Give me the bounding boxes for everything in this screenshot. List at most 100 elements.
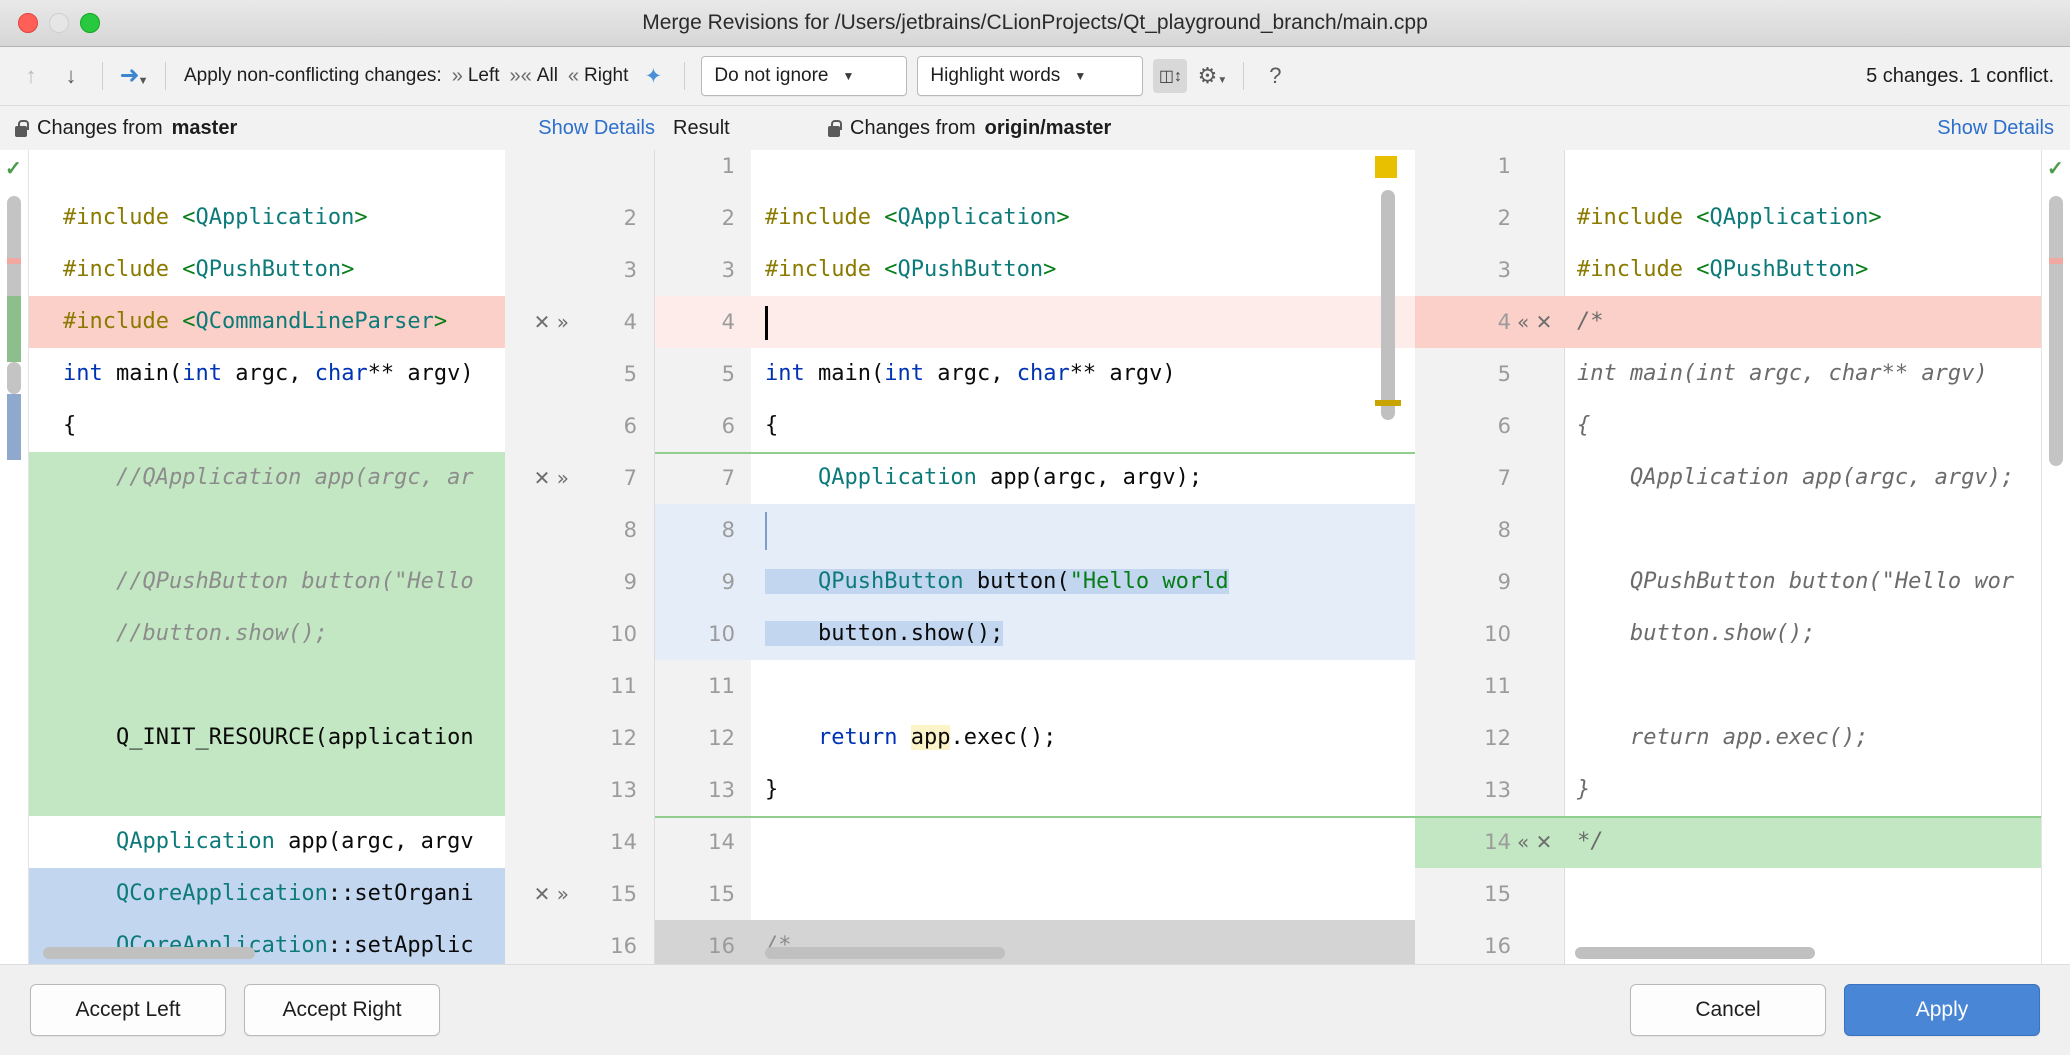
highlight-policy-select[interactable]: Highlight words ▼ (917, 56, 1144, 96)
revert-and-apply-actions[interactable]: ✕ » (533, 466, 569, 490)
code-line[interactable]: button.show(); (765, 621, 1004, 646)
left-show-details-link[interactable]: Show Details (538, 116, 655, 139)
line-number: 8 (623, 518, 637, 542)
left-gutter (505, 150, 655, 964)
line-number: 13 (610, 778, 637, 802)
line-number: 11 (708, 674, 735, 698)
zoom-button[interactable] (80, 13, 100, 33)
window-controls (18, 13, 100, 33)
code-line[interactable]: QApplication app(argc, argv (115, 829, 474, 854)
apply-right-button[interactable]: « Right (568, 65, 628, 88)
gear-icon[interactable]: ⚙▼ (1197, 63, 1228, 88)
code-line[interactable]: } (765, 777, 779, 802)
change-boundary-line (655, 452, 1415, 454)
code-line[interactable]: { (1577, 413, 1591, 438)
code-line[interactable]: #include <QApplication> (765, 205, 1070, 230)
code-line[interactable]: { (765, 413, 779, 438)
line-number: 7 (1497, 466, 1511, 490)
scroll-thumb-2[interactable] (7, 362, 21, 394)
editor-settings-icon[interactable]: ◫↕ (1153, 59, 1188, 93)
code-line[interactable] (655, 504, 1415, 556)
code-line[interactable]: #include <QPushButton> (765, 257, 1057, 282)
code-line[interactable]: button.show(); (1577, 621, 1816, 646)
close-button[interactable] (18, 13, 38, 33)
code-line[interactable]: } (1577, 777, 1591, 802)
code-line[interactable] (29, 504, 505, 556)
right-show-details-link[interactable]: Show Details (1937, 116, 2054, 139)
apply-button[interactable]: Apply (1844, 984, 2040, 1036)
code-line[interactable] (29, 764, 505, 816)
revert-and-apply-actions[interactable]: ✕ » (533, 882, 569, 906)
center-h-scrollbar[interactable] (765, 947, 1005, 959)
code-line[interactable] (655, 868, 1415, 920)
apply-left-label: Left (467, 65, 500, 86)
code-line[interactable] (655, 816, 1415, 868)
code-line[interactable] (655, 150, 1415, 192)
code-line[interactable] (655, 296, 1415, 348)
code-line[interactable] (29, 660, 505, 712)
chevron-down-icon: ▼ (1074, 69, 1087, 83)
code-line[interactable]: */ (1577, 829, 1604, 854)
deleted-marker (7, 258, 21, 264)
right-editor[interactable]: #include <QApplication> #include <QPushBu… (1415, 150, 2041, 964)
code-line[interactable]: #include <QApplication> (1577, 205, 1882, 230)
code-line[interactable]: QPushButton button("Hello wor (1577, 569, 2015, 594)
code-line[interactable]: int main(int argc, char** argv) (63, 361, 474, 386)
code-line[interactable]: //QApplication app(argc, ar (63, 465, 474, 490)
apply-changes-icon[interactable]: ➜▼ (119, 62, 149, 89)
help-icon[interactable]: ? (1269, 63, 1282, 88)
accept-left-button[interactable]: Accept Left (30, 984, 226, 1036)
code-line[interactable]: /* (1577, 309, 1604, 334)
code-line[interactable]: QPushButton button("Hello world (655, 556, 1415, 608)
next-difference-icon[interactable]: ↓ (65, 63, 77, 88)
code-line[interactable]: int main(int argc, char** argv) (1577, 361, 1988, 386)
left-h-scrollbar[interactable] (43, 947, 255, 959)
center-editor[interactable]: #include <QApplication> #include <QPushBu… (655, 150, 1415, 964)
ignore-policy-select[interactable]: Do not ignore ▼ (701, 56, 908, 96)
code-line[interactable]: #include <QApplication> (63, 205, 368, 230)
lock-icon (14, 119, 29, 137)
right-h-scrollbar[interactable] (1575, 947, 1815, 959)
left-marker-bar[interactable]: ✓ (0, 150, 29, 964)
apply-and-revert-actions[interactable]: « ✕ (1517, 830, 1553, 854)
line-number: 1 (721, 154, 735, 178)
code-line[interactable]: Q_INIT_RESOURCE(application (63, 725, 474, 750)
line-number: 8 (721, 518, 735, 542)
code-line[interactable]: QApplication app(argc, argv); (817, 465, 1203, 490)
code-line[interactable]: #include <QCommandLineParser> (63, 309, 448, 334)
code-line[interactable]: #include <QPushButton> (1577, 257, 1869, 282)
change-band (1415, 816, 2041, 868)
apply-and-revert-actions[interactable]: « ✕ (1517, 310, 1553, 334)
code-line[interactable]: { (63, 413, 77, 438)
scroll-thumb[interactable] (7, 196, 21, 314)
code-line[interactable]: QApplication app(argc, argv); (1577, 465, 2015, 490)
code-line[interactable]: //QPushButton button("Hello (63, 569, 474, 594)
apply-left-button[interactable]: » Left (452, 65, 500, 88)
code-line[interactable]: QCoreApplication::setOrgani (115, 881, 474, 906)
accept-right-button[interactable]: Accept Right (244, 984, 440, 1036)
left-header-branch: master (171, 116, 238, 139)
revert-and-apply-actions[interactable]: ✕ » (533, 310, 569, 334)
code-line[interactable]: int main(int argc, char** argv) (765, 361, 1176, 386)
code-line[interactable]: //button.show(); (63, 621, 328, 646)
previous-difference-icon[interactable]: ↑ (25, 63, 37, 88)
scroll-thumb[interactable] (2049, 196, 2063, 466)
left-editor[interactable]: #include <QApplication> #include <QPushBu… (29, 150, 655, 964)
line-number: 10 (1484, 622, 1511, 646)
magic-wand-icon[interactable]: ✦ (644, 64, 663, 88)
right-marker-bar[interactable]: ✓ (2041, 150, 2070, 964)
minimize-button[interactable] (49, 13, 69, 33)
center-v-scrollbar[interactable] (1381, 190, 1395, 420)
code-line[interactable]: return app.exec(); (817, 725, 1057, 750)
cancel-button[interactable]: Cancel (1630, 984, 1826, 1036)
code-line[interactable] (655, 660, 1415, 712)
apply-all-button[interactable]: »« All (510, 65, 558, 88)
code-line[interactable] (29, 150, 505, 192)
code-line[interactable]: QCoreApplication::setApplic (115, 933, 474, 958)
code-line[interactable]: #include <QPushButton> (63, 257, 355, 282)
line-number: 12 (708, 726, 735, 750)
pane-headers: Changes from master Show Details Result … (0, 106, 2070, 150)
change-band (1415, 296, 2041, 348)
code-line[interactable]: return app.exec(); (1577, 725, 1869, 750)
